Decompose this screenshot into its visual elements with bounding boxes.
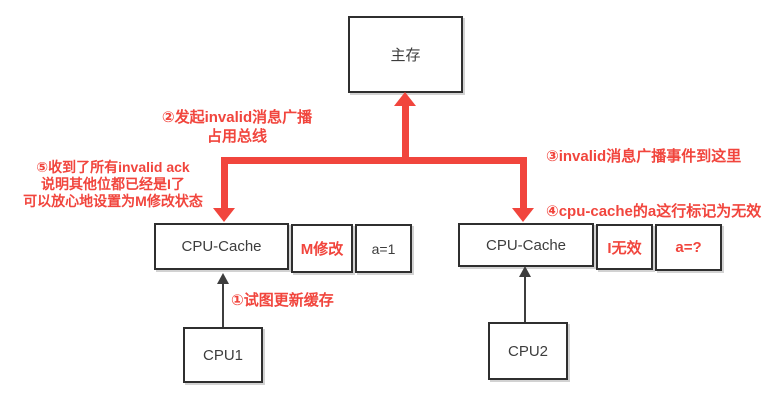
- cache1-box: CPU-Cache: [154, 223, 289, 270]
- cpu1-box: CPU1: [183, 327, 263, 383]
- cpu1-label: CPU1: [202, 346, 243, 364]
- bus-line: [221, 157, 527, 164]
- arrow-up-to-memory-icon: [394, 92, 416, 106]
- annotation-step5-line2: 说明其他位都已经是I了: [41, 176, 185, 192]
- arrow-down-right-shaft: [520, 157, 527, 209]
- annotation-step5-line1: ⑤收到了所有invalid ack: [36, 159, 190, 175]
- cpu2-arrow-shaft: [524, 277, 526, 322]
- annotation-step4: ④cpu-cache的a这行标记为无效: [546, 203, 762, 220]
- annotation-step5: ⑤收到了所有invalid ack 说明其他位都已经是I了 可以放心地设置为M修…: [12, 159, 214, 210]
- cache2-value-cell: a=?: [655, 224, 722, 271]
- cache1-state-cell: M修改: [291, 224, 353, 273]
- main-memory-box: 主存: [348, 16, 463, 93]
- cpu2-label: CPU2: [507, 342, 548, 360]
- cache2-state-cell: I无效: [596, 224, 653, 270]
- cache1-state: M修改: [300, 241, 344, 258]
- cache2-state: I无效: [607, 239, 642, 257]
- annotation-step1: ①试图更新缓存: [231, 292, 334, 309]
- cpu1-arrow-shaft: [222, 284, 224, 327]
- arrow-up-to-memory-shaft: [402, 105, 409, 161]
- annotation-step5-line3: 可以放心地设置为M修改状态: [23, 193, 203, 209]
- cache1-label: CPU-Cache: [181, 238, 262, 255]
- annotation-step2: ②发起invalid消息广播 占用总线: [147, 108, 327, 146]
- arrow-down-right-icon: [512, 208, 534, 222]
- cache2-value: a=?: [675, 239, 702, 256]
- cache2-box: CPU-Cache: [458, 223, 594, 267]
- arrow-down-left-shaft: [221, 157, 228, 209]
- cpu2-arrow-icon: [519, 266, 531, 277]
- annotation-step2-line1: ②发起invalid消息广播: [161, 109, 313, 126]
- annotation-step2-line2: 占用总线: [206, 128, 267, 145]
- annotation-step3: ③invalid消息广播事件到这里: [546, 148, 742, 165]
- cpu2-box: CPU2: [488, 322, 568, 380]
- arrow-down-left-icon: [213, 208, 235, 222]
- cache1-value-cell: a=1: [355, 224, 412, 273]
- cache1-value: a=1: [371, 240, 396, 257]
- main-memory-label: 主存: [390, 47, 421, 64]
- cpu1-arrow-icon: [217, 273, 229, 284]
- cache2-label: CPU-Cache: [485, 236, 567, 254]
